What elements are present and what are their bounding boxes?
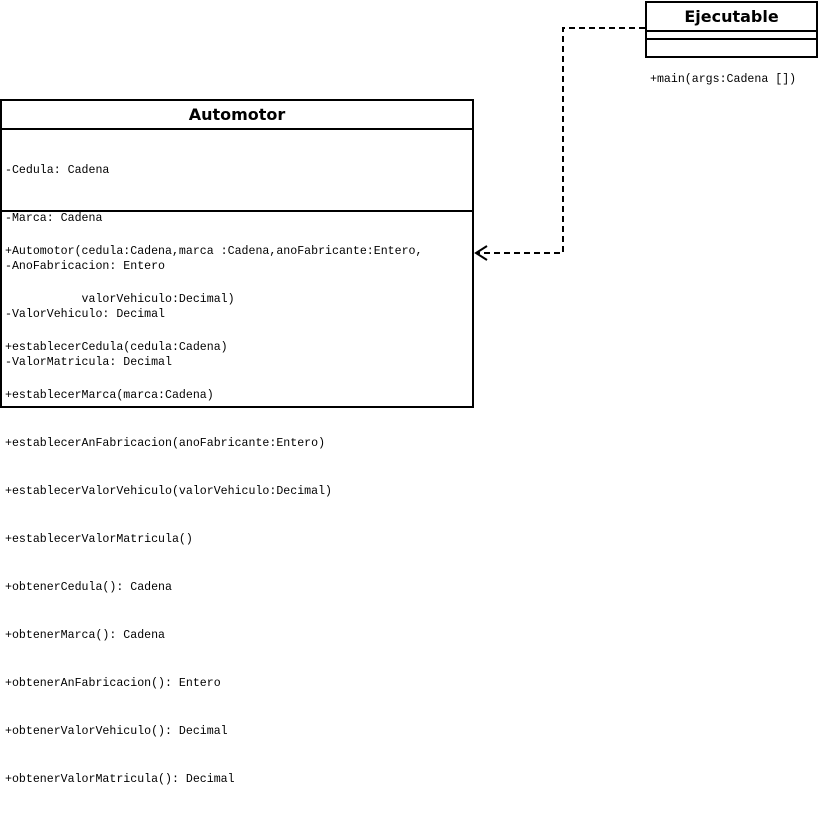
attribute-cedula: -Cedula: Cadena [5,164,110,177]
class-ejecutable[interactable]: Ejecutable +main(args:Cadena []) [645,1,818,86]
class-automotor[interactable]: Automotor -Cedula: Cadena -Marca: Cadena… [0,99,474,786]
attribute-valormatricula: -ValorMatricula: Decimal [5,356,172,369]
attribute-anofabricacion: -AnoFabricacion: Entero [5,260,166,273]
operation-main: +main(args:Cadena []) [650,73,797,86]
dependency-arrowhead [474,245,488,261]
class-name-ejecutable: Ejecutable [647,3,816,32]
operation-obtener-anfabricacion: +obtenerAnFabricacion(): Entero [5,677,221,690]
operations-section: +main(args:Cadena []) [647,40,816,120]
operation-establecer-cedula: +establecerCedula(cedula:Cadena) [5,341,228,354]
attribute-marca: -Marca: Cadena [5,212,103,225]
class-name-automotor: Automotor [2,101,472,130]
attributes-section-empty [647,32,816,40]
operation-establecer-anfabricacion: +establecerAnFabricacion(anoFabricante:E… [5,437,326,450]
operation-obtener-valormatricula: +obtenerValorMatricula(): Decimal [5,773,235,786]
dependency-connector [474,27,645,261]
operation-obtener-cedula: +obtenerCedula(): Cadena [5,581,172,594]
operations-section: +Automotor(cedula:Cadena,marca :Cadena,a… [2,212,472,816]
operation-establecer-valormatricula: +establecerValorMatricula() [5,533,193,546]
operation-obtener-marca: +obtenerMarca(): Cadena [5,629,166,642]
operation-establecer-valorvehiculo: +establecerValorVehiculo(valorVehiculo:D… [5,485,332,498]
operation-constructor: +Automotor(cedula:Cadena,marca :Cadena,a… [5,245,423,258]
operation-establecer-marca: +establecerMarca(marca:Cadena) [5,389,214,402]
operation-obtener-valorvehiculo: +obtenerValorVehiculo(): Decimal [5,725,228,738]
operation-constructor-cont: valorVehiculo:Decimal) [5,293,235,306]
dependency-line [477,27,645,254]
attribute-valorvehiculo: -ValorVehiculo: Decimal [5,308,166,321]
attributes-section: -Cedula: Cadena -Marca: Cadena -AnoFabri… [2,130,472,369]
